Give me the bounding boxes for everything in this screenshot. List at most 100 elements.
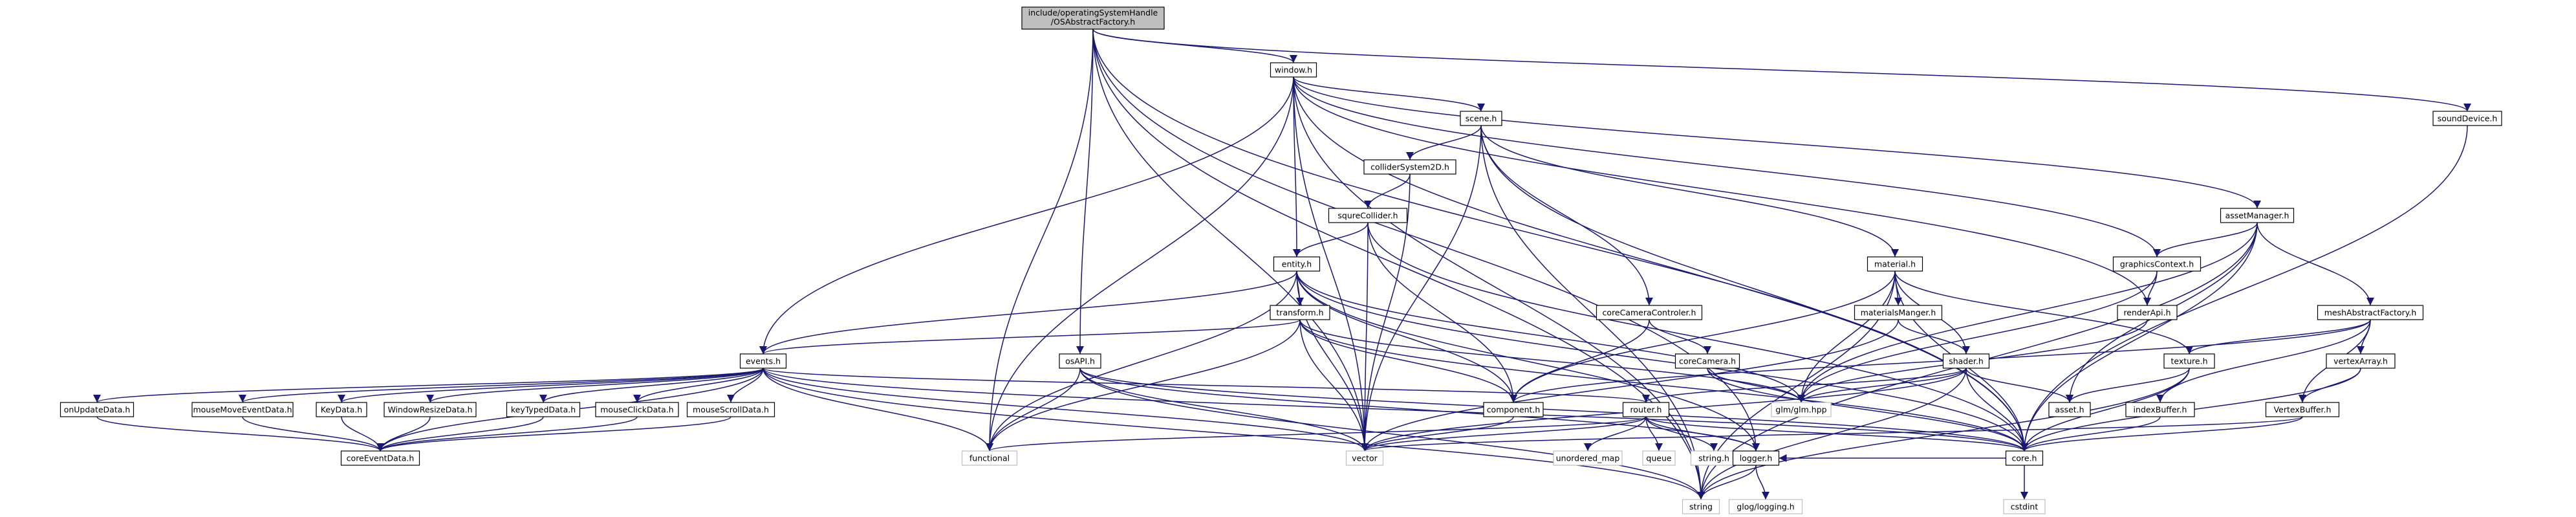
edge-entity-to-vector xyxy=(1296,270,1369,452)
node-indexbuffer-h[interactable]: indexBuffer.h xyxy=(2125,402,2195,417)
edge-material-to-texture xyxy=(1894,270,2193,355)
edge-router-to-vector xyxy=(1361,416,1647,452)
edge-component-to-vector xyxy=(1361,416,1514,452)
node-core-h[interactable]: core.h xyxy=(2005,450,2044,466)
edge-events-to-WindowResizeData xyxy=(426,368,764,403)
node-box xyxy=(2326,353,2396,369)
node-mouseclickdata-h[interactable]: mouseClickData.h xyxy=(595,402,679,417)
node-label: functional xyxy=(969,454,1010,463)
node-coreeventdata-h[interactable]: coreEventData.h xyxy=(340,450,420,466)
node-box xyxy=(1622,402,1670,417)
node-texture-h[interactable]: texture.h xyxy=(2163,353,2215,369)
edge-scene-to-coreCameraControler xyxy=(1480,125,1653,306)
node-logger-h[interactable]: logger.h xyxy=(1732,450,1780,466)
node-asset-h[interactable]: asset.h xyxy=(2048,402,2091,417)
node-label: string xyxy=(1689,502,1713,512)
edge-osAPI-to-string xyxy=(1079,368,1705,500)
node-label: router.h xyxy=(1630,405,1662,415)
node-label: coreCamera.h xyxy=(1679,357,1736,366)
edge-scene-to-colliderSystem2D xyxy=(1406,125,1482,160)
node-meshabstractfactory-h[interactable]: meshAbstractFactory.h xyxy=(2317,305,2424,320)
node-vertexbuffer-h[interactable]: VertexBuffer.h xyxy=(2265,402,2340,417)
node-corecameracontroler-h[interactable]: coreCameraControler.h xyxy=(1596,305,1703,320)
node-box xyxy=(2003,499,2046,514)
node-sounddevice-h[interactable]: soundDevice.h xyxy=(2432,111,2502,126)
node-box xyxy=(2265,402,2340,417)
edge-squreCollider-to-core xyxy=(1367,222,2028,452)
node-transform-h[interactable]: transform.h xyxy=(1270,305,1330,320)
node-mousemoveeventdata-h[interactable]: mouseMoveEventData.h xyxy=(191,402,294,417)
node-entity-h[interactable]: entity.h xyxy=(1273,256,1321,272)
node-collidersystem2d-h[interactable]: colliderSystem2D.h xyxy=(1363,159,1456,175)
edge-events-to-functional xyxy=(763,368,993,452)
edge-window-to-renderApi xyxy=(1293,76,2151,306)
node-box xyxy=(1553,450,1623,466)
node-scene-h[interactable]: scene.h xyxy=(1460,111,1502,126)
node-graphicscontext-h[interactable]: graphicsContext.h xyxy=(2112,256,2202,272)
edge-root-to-soundDevice xyxy=(1092,28,2471,112)
node-shader-h[interactable]: shader.h xyxy=(1942,353,1990,369)
edge-router-to-functional xyxy=(986,416,1647,452)
edge-texture-to-core xyxy=(2020,368,2190,452)
node-onupdatedata-h[interactable]: onUpdateData.h xyxy=(60,402,135,417)
edge-osAPI-to-core xyxy=(1079,368,2028,452)
node-include-operatingsystemhandle-osabstractfactory-h[interactable]: include/operatingSystemHandle/OSAbstract… xyxy=(1021,6,1165,30)
node-label: material.h xyxy=(1874,259,1916,269)
node-box xyxy=(1273,256,1321,272)
node-corecamera-h[interactable]: coreCamera.h xyxy=(1674,353,1740,369)
node-window-h[interactable]: window.h xyxy=(1270,62,1317,78)
edge-assetManager-to-glm xyxy=(1797,222,2258,403)
edge-osAPI-to-vector xyxy=(1079,368,1369,452)
node-box xyxy=(1328,208,1408,223)
node-windowresizedata-h[interactable]: WindowResizeData.h xyxy=(384,402,477,417)
edge-events-to-mouseMoveEventData xyxy=(239,368,764,403)
node-box xyxy=(60,402,135,417)
node-squrecollider-h[interactable]: squreCollider.h xyxy=(1328,208,1408,223)
edge-texture-to-asset xyxy=(2066,368,2190,403)
node-component-h[interactable]: component.h xyxy=(1483,402,1544,417)
edge-scene-to-vector xyxy=(1361,125,1482,452)
nodes-layer: include/operatingSystemHandle/OSAbstract… xyxy=(60,6,2502,514)
node-label: graphicsContext.h xyxy=(2120,259,2194,269)
edge-onUpdateData-to-coreEventData xyxy=(96,416,384,452)
node-keytypeddata-h[interactable]: keyTypedData.h xyxy=(506,402,581,417)
node-box xyxy=(739,353,787,369)
node-box xyxy=(1867,256,1923,272)
node-assetmanager-h[interactable]: assetManager.h xyxy=(2220,208,2295,223)
node-material-h[interactable]: material.h xyxy=(1867,256,1923,272)
edge-graphicsContext-to-glm xyxy=(1797,270,2158,403)
node-box xyxy=(1021,6,1165,30)
node-osapi-h[interactable]: osAPI.h xyxy=(1059,353,1101,369)
node-label: shader.h xyxy=(1949,357,1984,366)
node-events-h[interactable]: events.h xyxy=(739,353,787,369)
node-keydata-h[interactable]: KeyData.h xyxy=(316,402,367,417)
node-queue: queue xyxy=(1642,450,1676,466)
node-materialsmanger-h[interactable]: materialsManger.h xyxy=(1854,305,1943,320)
edge-transform-to-core xyxy=(1299,319,2028,452)
edge-coreCameraControler-to-coreCamera xyxy=(1649,319,1711,355)
edge-shader-to-glm xyxy=(1797,368,1967,403)
node-renderapi-h[interactable]: renderApi.h xyxy=(2117,305,2178,320)
edge-window-to-assetManager xyxy=(1293,76,2261,209)
node-label: vertexArray.h xyxy=(2333,357,2388,366)
node-router-h[interactable]: router.h xyxy=(1622,402,1670,417)
node-box xyxy=(1728,499,1803,514)
node-vertexarray-h[interactable]: vertexArray.h xyxy=(2326,353,2396,369)
node-box xyxy=(2117,305,2178,320)
edge-mouseMoveEventData-to-coreEventData xyxy=(242,416,384,452)
node-box xyxy=(595,402,679,417)
edge-entity-to-glm xyxy=(1296,270,1805,403)
node-label: transform.h xyxy=(1276,308,1323,318)
edge-window-to-string xyxy=(1293,76,1705,500)
node-label: cstdint xyxy=(2011,502,2039,512)
node-label: glm/glm.hpp xyxy=(1775,405,1826,415)
edge-colliderSystem2D-to-vector xyxy=(1361,173,1411,452)
node-box xyxy=(2048,402,2091,417)
node-mousescrolldata-h[interactable]: mouseScrollData.h xyxy=(686,402,775,417)
node-label: colliderSystem2D.h xyxy=(1370,162,1449,172)
node-string: string xyxy=(1682,499,1720,514)
edge-router-to-unordered_map xyxy=(1584,416,1647,452)
edge-coreCamera-to-glm xyxy=(1707,368,1805,403)
node-label: soundDevice.h xyxy=(2438,114,2498,124)
